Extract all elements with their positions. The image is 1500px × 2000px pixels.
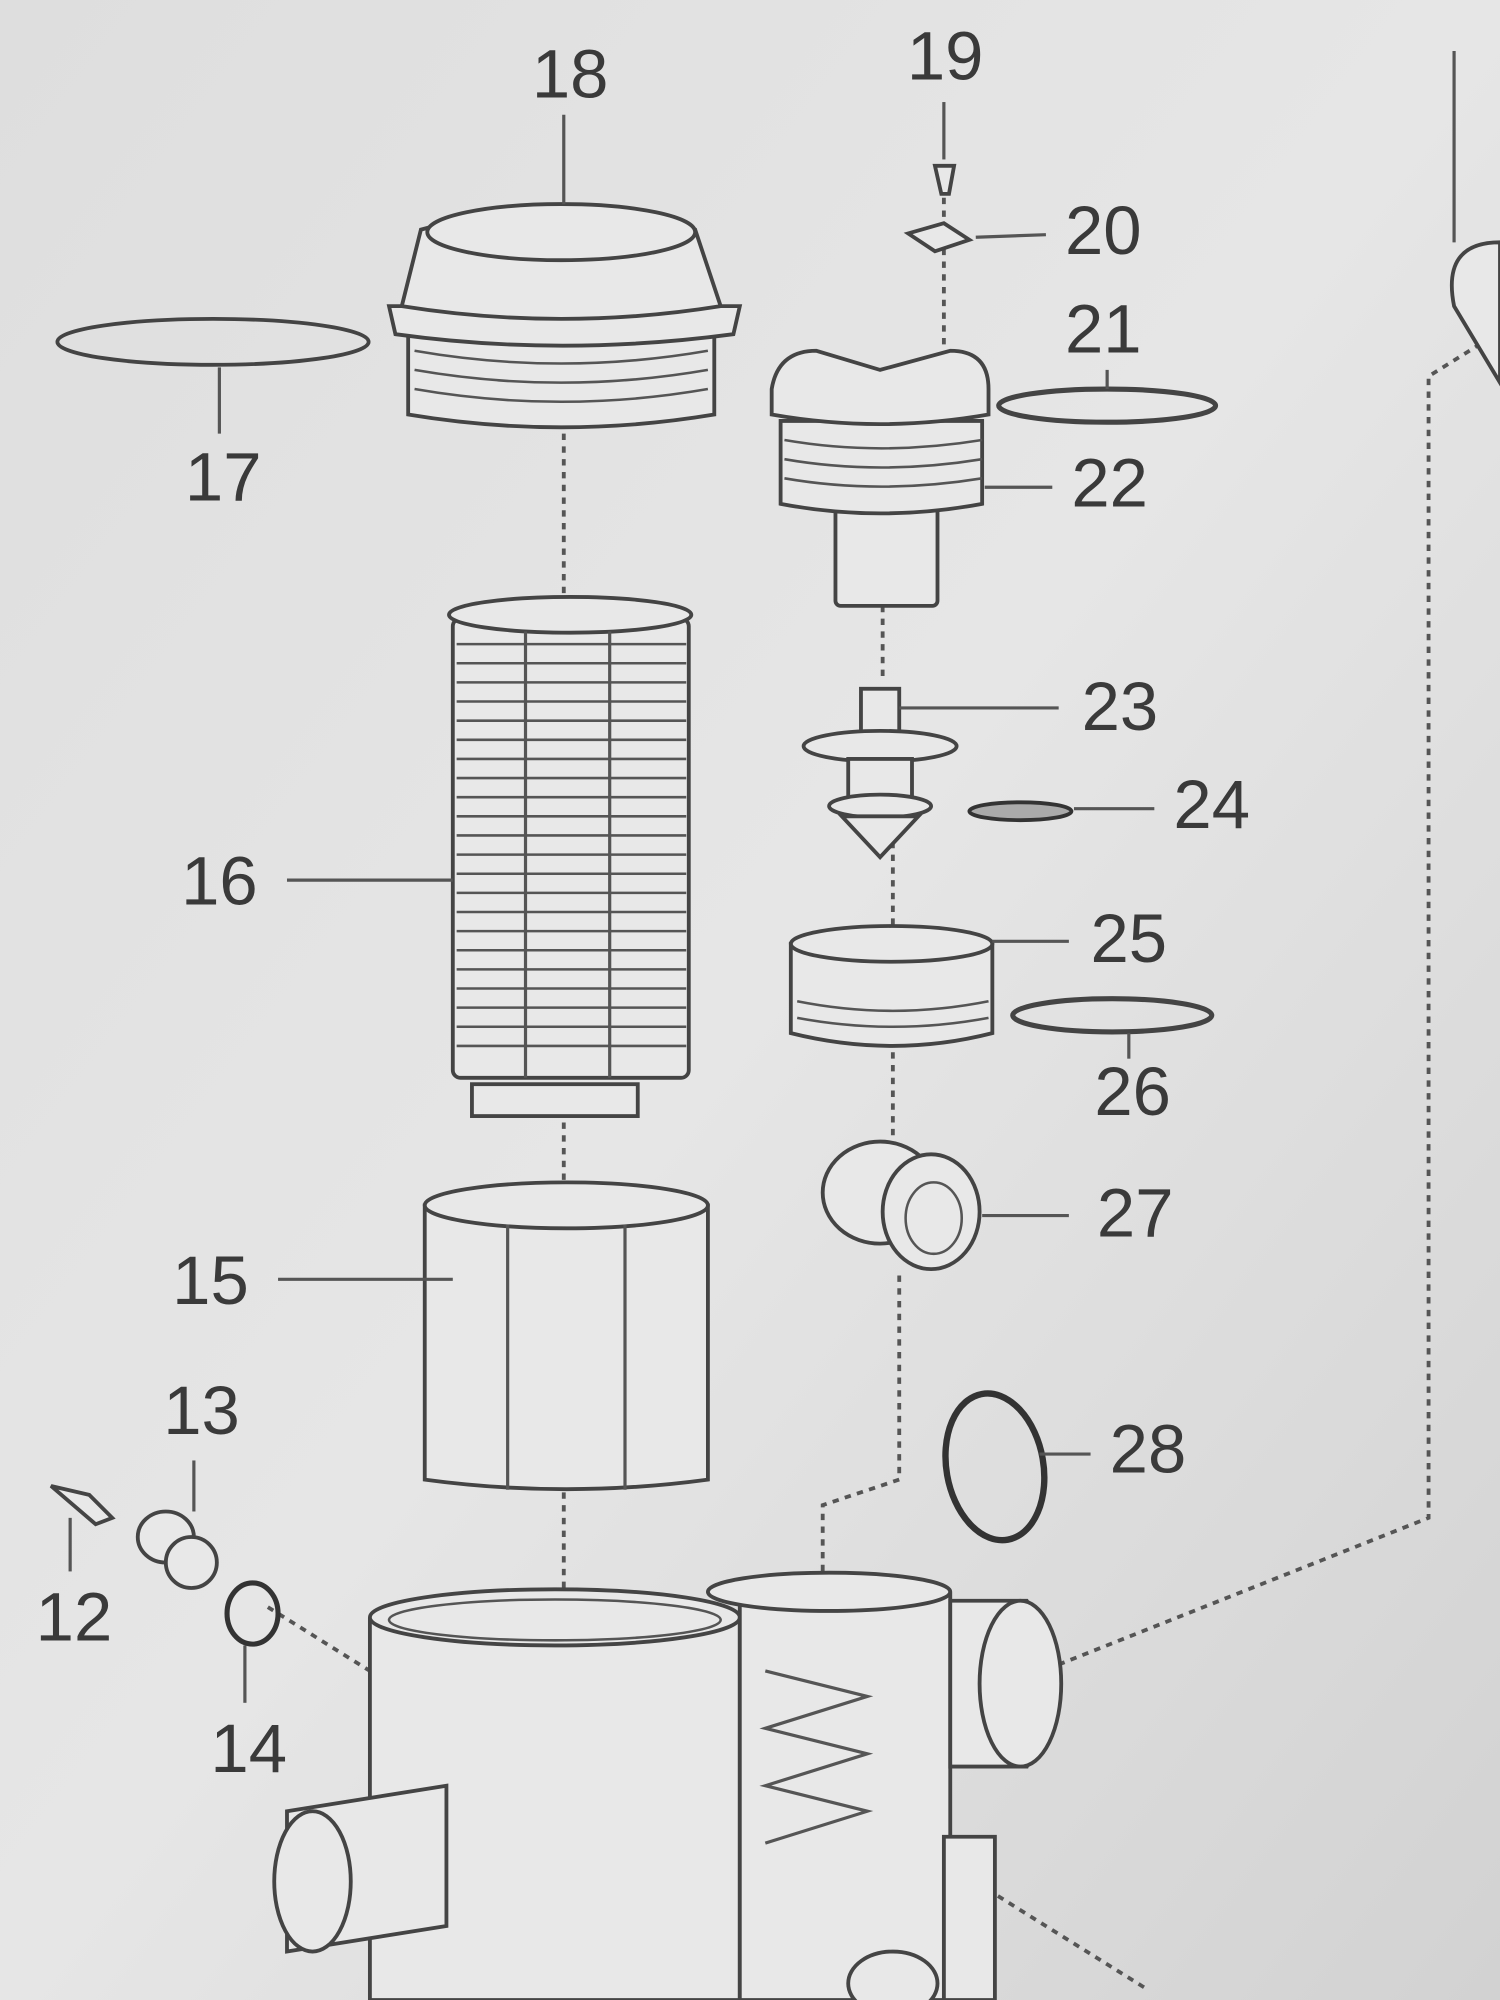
part-12-drain-screw [49, 1484, 116, 1572]
label-28: 28 [1110, 1410, 1187, 1487]
label-27: 27 [1097, 1174, 1174, 1251]
part-28-o-ring [942, 1390, 1048, 1544]
label-18: 18 [532, 35, 609, 112]
filter-housing [272, 1570, 1064, 2000]
part-15-sleeve [278, 1180, 710, 1492]
label-12: 12 [36, 1579, 113, 1656]
label-13: 13 [163, 1372, 240, 1449]
part-14-o-ring [224, 1580, 281, 1647]
part-16-filter-cartridge [286, 595, 694, 1118]
part-13-drain-plug [135, 1460, 219, 1590]
part-24-washer [967, 800, 1074, 823]
part-18-cap [386, 114, 743, 430]
label-24: 24 [1173, 766, 1250, 843]
label-19: 19 [907, 17, 984, 94]
label-15: 15 [172, 1242, 249, 1319]
partial-part-right-edge [1449, 240, 1500, 387]
part-22-plug [769, 348, 1053, 608]
part-26-o-ring [1010, 996, 1215, 1035]
label-21: 21 [1065, 290, 1142, 367]
part-19-screw [932, 102, 957, 196]
label-22: 22 [1071, 445, 1148, 522]
label-14: 14 [210, 1710, 287, 1787]
label-26: 26 [1094, 1053, 1171, 1130]
part-labels: 18 19 20 21 17 22 23 24 16 25 26 27 15 1… [36, 17, 1250, 1787]
part-27-fitting [820, 1139, 1069, 1272]
part-17-o-ring [55, 316, 371, 367]
part-23-valve-insert [801, 686, 1059, 860]
label-16: 16 [181, 843, 258, 920]
part-20-clip [903, 221, 1046, 254]
part-25-bushing [788, 924, 1069, 1048]
label-23: 23 [1082, 668, 1159, 745]
label-25: 25 [1091, 900, 1168, 977]
label-20: 20 [1065, 192, 1142, 269]
label-17: 17 [185, 438, 262, 515]
